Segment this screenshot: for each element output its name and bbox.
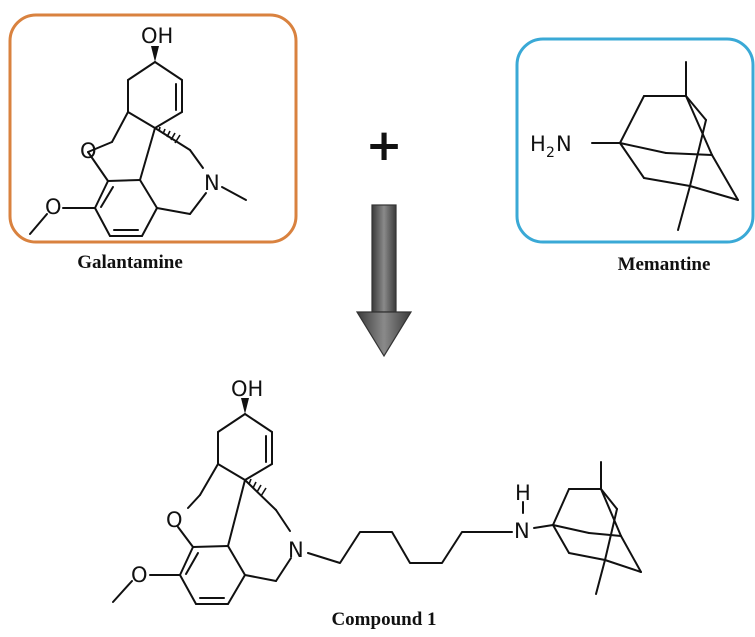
compound-1-ring-n-label: N	[288, 538, 304, 562]
compound-1-structure: OH O N O H N Compound 1	[112, 377, 642, 630]
galantamine-oh-label: OH	[141, 24, 173, 48]
plus-label: +	[366, 120, 403, 171]
galantamine-bonds	[29, 46, 247, 237]
compound-1-o-label: O	[166, 508, 183, 532]
compound-1-methoxy-o-label: O	[131, 563, 148, 587]
compound-1-oh-label: OH	[231, 377, 263, 401]
memantine-structure: H 2 N Memantine	[515, 37, 755, 275]
compound-1-amine-h-label: H	[515, 481, 531, 505]
memantine-bonds	[591, 61, 739, 231]
compound-1-bonds	[112, 398, 642, 605]
memantine-caption: Memantine	[618, 254, 711, 275]
galantamine-methoxy-o-label: O	[45, 195, 62, 219]
reaction-arrow	[355, 204, 413, 358]
memantine-h-label: H	[530, 132, 546, 156]
memantine-subscript-2: 2	[546, 145, 555, 161]
galantamine-n-label: N	[204, 171, 220, 195]
memantine-frame	[515, 37, 755, 244]
galantamine-frame	[8, 13, 298, 244]
galantamine-caption: Galantamine	[77, 252, 183, 273]
plus-sign: +	[366, 120, 403, 171]
memantine-n-label: N	[556, 132, 572, 156]
galantamine-o-label: O	[80, 139, 97, 163]
galantamine-structure: OH O N O Galantamine	[8, 13, 298, 273]
compound-1-amine-n-label: N	[514, 519, 530, 543]
compound-1-caption: Compound 1	[331, 609, 436, 630]
